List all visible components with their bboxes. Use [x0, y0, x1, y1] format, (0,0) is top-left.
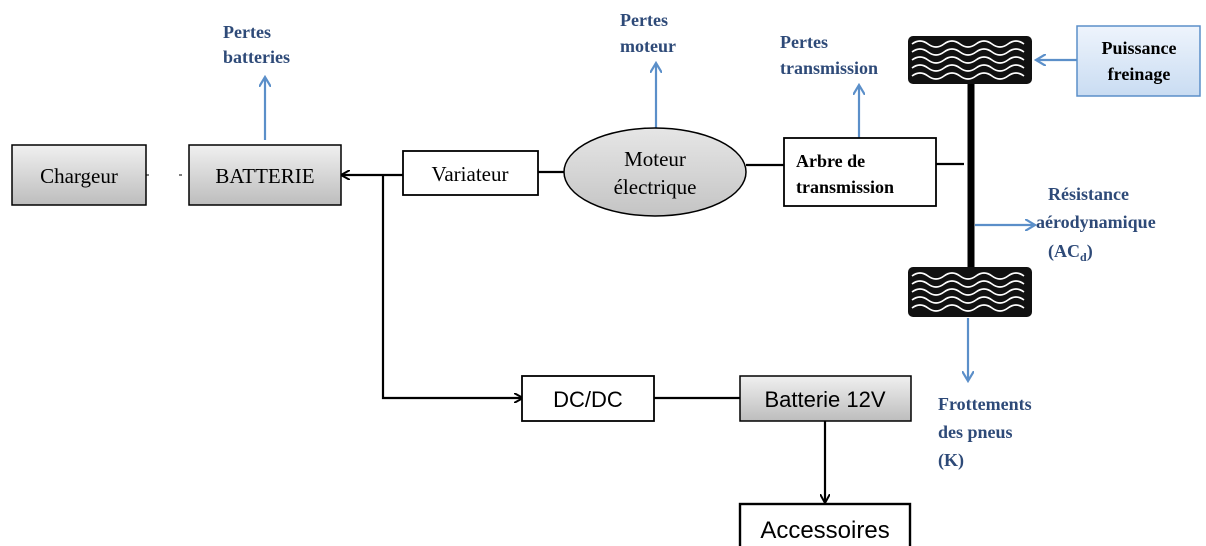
arbre-label-line1: Arbre de: [796, 151, 865, 171]
frottements-pneus-line3: (K): [938, 450, 964, 471]
resistance-aero-line1: Résistance: [1048, 184, 1129, 204]
arbre-transmission-block: Arbre de transmission: [783, 137, 937, 207]
bottom-wheel-icon: [908, 267, 1032, 317]
frottements-pneus-line2: des pneus: [938, 422, 1013, 442]
pertes-transmission-line2: transmission: [780, 58, 878, 78]
pertes-transmission-line1: Pertes: [780, 32, 828, 52]
batterie12v-label: Batterie 12V: [764, 387, 885, 412]
puissance-label-line2: freinage: [1108, 64, 1171, 84]
moteur-electrique-block: Moteur électrique: [563, 127, 747, 217]
arbre-label-line2: transmission: [796, 177, 894, 197]
variateur-block: Variateur: [402, 150, 539, 196]
resistance-aero-label: Résistance aérodynamique (ACd): [1036, 184, 1156, 264]
accessoires-block: Accessoires: [738, 502, 912, 546]
bus-to-dcdc-arrow: [381, 175, 522, 398]
variateur-label: Variateur: [432, 162, 509, 186]
puissance-label-line1: Puissance: [1101, 38, 1176, 58]
pertes-moteur-label: Pertes moteur: [620, 10, 676, 56]
chargeur-label: Chargeur: [40, 164, 118, 188]
dcdc-block: DC/DC: [521, 375, 655, 422]
pertes-batteries-label: Pertes batteries: [223, 22, 290, 67]
moteur-label-line2: électrique: [614, 175, 697, 199]
resistance-aero-line3: (ACd): [1048, 241, 1093, 264]
resistance-aero-line2: aérodynamique: [1036, 212, 1156, 232]
frottements-pneus-label: Frottements des pneus (K): [938, 394, 1032, 471]
pertes-batteries-line2: batteries: [223, 47, 290, 67]
batterie-block: BATTERIE: [188, 144, 342, 206]
pertes-moteur-line2: moteur: [620, 36, 676, 56]
accessoires-label: Accessoires: [760, 517, 889, 544]
batterie-12v-block: Batterie 12V: [739, 375, 912, 422]
pertes-transmission-label: Pertes transmission: [780, 32, 878, 78]
pertes-batteries-line1: Pertes: [223, 22, 271, 42]
top-wheel-icon: [908, 36, 1032, 84]
pertes-moteur-line1: Pertes: [620, 10, 668, 30]
chargeur-block: Chargeur: [11, 144, 147, 206]
dcdc-label: DC/DC: [553, 387, 623, 412]
moteur-label-line1: Moteur: [624, 147, 686, 171]
resistance-aero-subscript: d: [1080, 250, 1087, 264]
resistance-aero-prefix: (AC: [1048, 241, 1080, 262]
batterie-label: BATTERIE: [215, 164, 314, 188]
frottements-pneus-line1: Frottements: [938, 394, 1032, 414]
resistance-aero-suffix: ): [1087, 241, 1093, 262]
puissance-freinage-block: Puissance freinage: [1076, 25, 1201, 97]
